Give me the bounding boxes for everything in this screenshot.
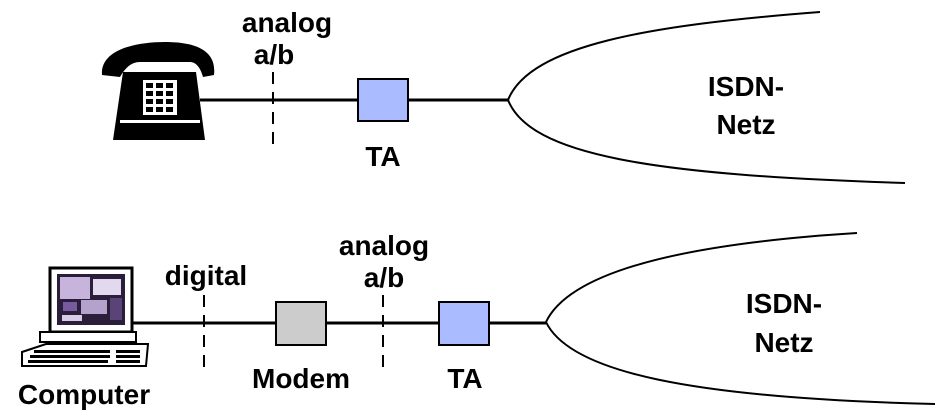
top-row: analog a/b TA ISDN- Netz — [101, 7, 906, 184]
bottom-ta-label: TA — [447, 363, 482, 394]
bottom-isdn-label: ISDN- — [746, 288, 822, 319]
top-ab-label: a/b — [254, 39, 294, 70]
bottom-netz-label: Netz — [754, 327, 813, 358]
bottom-ab-label: a/b — [364, 262, 404, 293]
telephone-icon — [101, 42, 215, 140]
top-ta-label: TA — [365, 141, 400, 172]
computer-label: Computer — [18, 379, 150, 410]
isdn-network-cloud — [544, 232, 936, 405]
bottom-analog-label: analog — [339, 230, 429, 261]
isdn-network-cloud — [506, 11, 906, 184]
digital-label: digital — [165, 260, 247, 291]
bottom-ta-box — [438, 301, 490, 346]
top-analog-label: analog — [242, 7, 332, 38]
top-isdn-label: ISDN- — [708, 71, 784, 102]
top-netz-label: Netz — [716, 109, 775, 140]
computer-icon — [21, 266, 150, 367]
modem-label: Modem — [252, 363, 350, 394]
bottom-row: Computer digital Modem analog a/b TA ISD… — [18, 230, 936, 410]
top-ta-box — [357, 78, 409, 122]
modem-box — [275, 301, 327, 346]
